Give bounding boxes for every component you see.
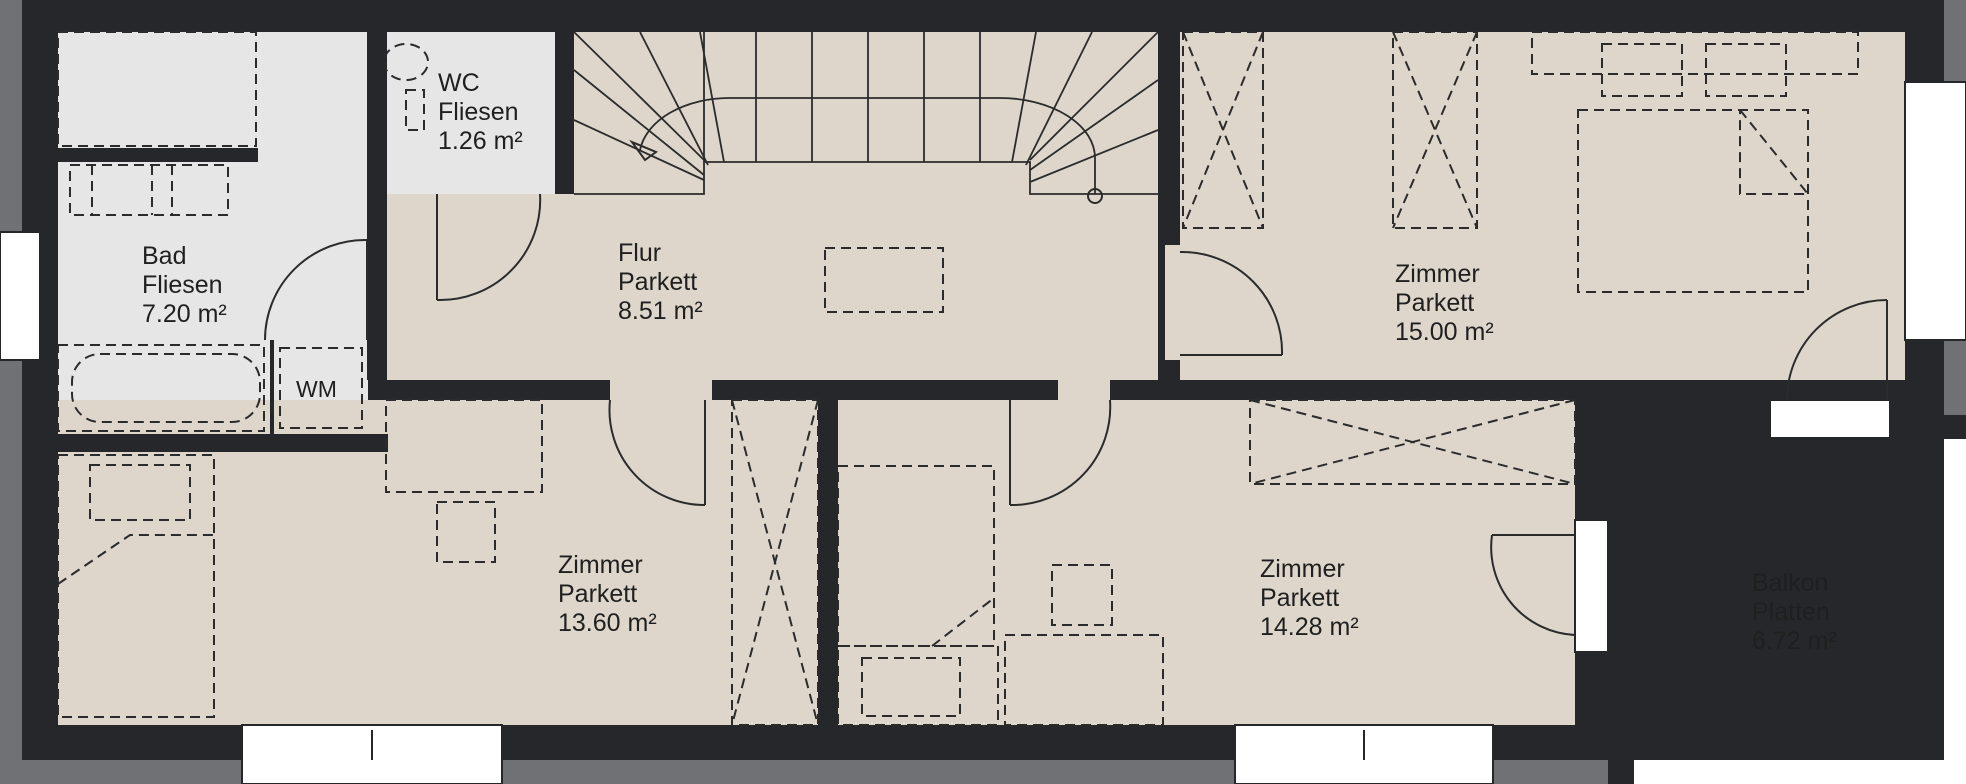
wall-flur-bottom-left — [387, 380, 610, 400]
zimmer-ne-label: Zimmer Parkett 15.00 m² — [1395, 260, 1494, 346]
wall-flur-bottom-right — [1110, 380, 1180, 400]
zimmer-ne-floor — [1165, 32, 1905, 380]
stair-tread — [1025, 31, 1093, 166]
door-bad — [264, 238, 368, 341]
stair-tread — [573, 69, 705, 176]
wall-rooms-divider — [818, 400, 838, 725]
wall-stair-zimmer — [1158, 32, 1180, 245]
stair-tread — [573, 31, 705, 161]
stair-tread — [639, 31, 709, 166]
wall-flur-bottom-mid — [712, 380, 1058, 400]
window-zimmer-se-east — [1574, 519, 1609, 653]
wc-floor — [387, 32, 555, 194]
stair-tread — [1029, 31, 1159, 161]
door-zimmer-ne — [1179, 250, 1284, 356]
door-zimmer-sw — [608, 399, 706, 507]
wall-stair-zimmer-lower — [1158, 360, 1180, 380]
flur-label: Flur Parkett 8.51 m² — [618, 239, 704, 325]
bad-label: Bad Fliesen 7.20 m² — [142, 242, 230, 328]
stair-tread — [1029, 129, 1159, 183]
zimmer-sw-top-left — [58, 452, 388, 725]
wc-label: WC Fliesen 1.26 m² — [438, 69, 526, 155]
window-balcony-door — [1769, 399, 1891, 439]
zimmer-sw-label: Zimmer Parkett 13.60 m² — [558, 551, 657, 637]
wall-bad-wc — [367, 32, 387, 380]
stair-tread — [1011, 31, 1037, 163]
window-east — [1904, 81, 1966, 341]
furniture — [57, 31, 1859, 726]
stair-tread — [699, 31, 725, 163]
stair-tread — [1029, 79, 1159, 171]
zimmer-se-floor — [838, 400, 1575, 725]
washing-machine-label: WM — [296, 376, 337, 402]
wall-bad-fill-wm — [270, 340, 274, 434]
wall-bad-upper — [58, 148, 258, 162]
wall-bad-bottom — [58, 434, 388, 452]
zimmer-se-label: Zimmer Parkett 14.28 m² — [1260, 555, 1359, 641]
staircase — [573, 31, 1159, 204]
door-zimmer-se-window — [1490, 534, 1576, 636]
door-zimmer-se — [1009, 399, 1112, 507]
wall-wc-stair — [555, 32, 574, 194]
window-west — [0, 231, 41, 361]
bad-floor — [58, 32, 368, 434]
door-wc — [436, 193, 542, 302]
wall-zimmer-ne-bottom — [1180, 380, 1905, 400]
door-balcony — [1786, 299, 1888, 401]
balkon-label: Balkon Platten 6.72 m² — [1752, 569, 1837, 655]
